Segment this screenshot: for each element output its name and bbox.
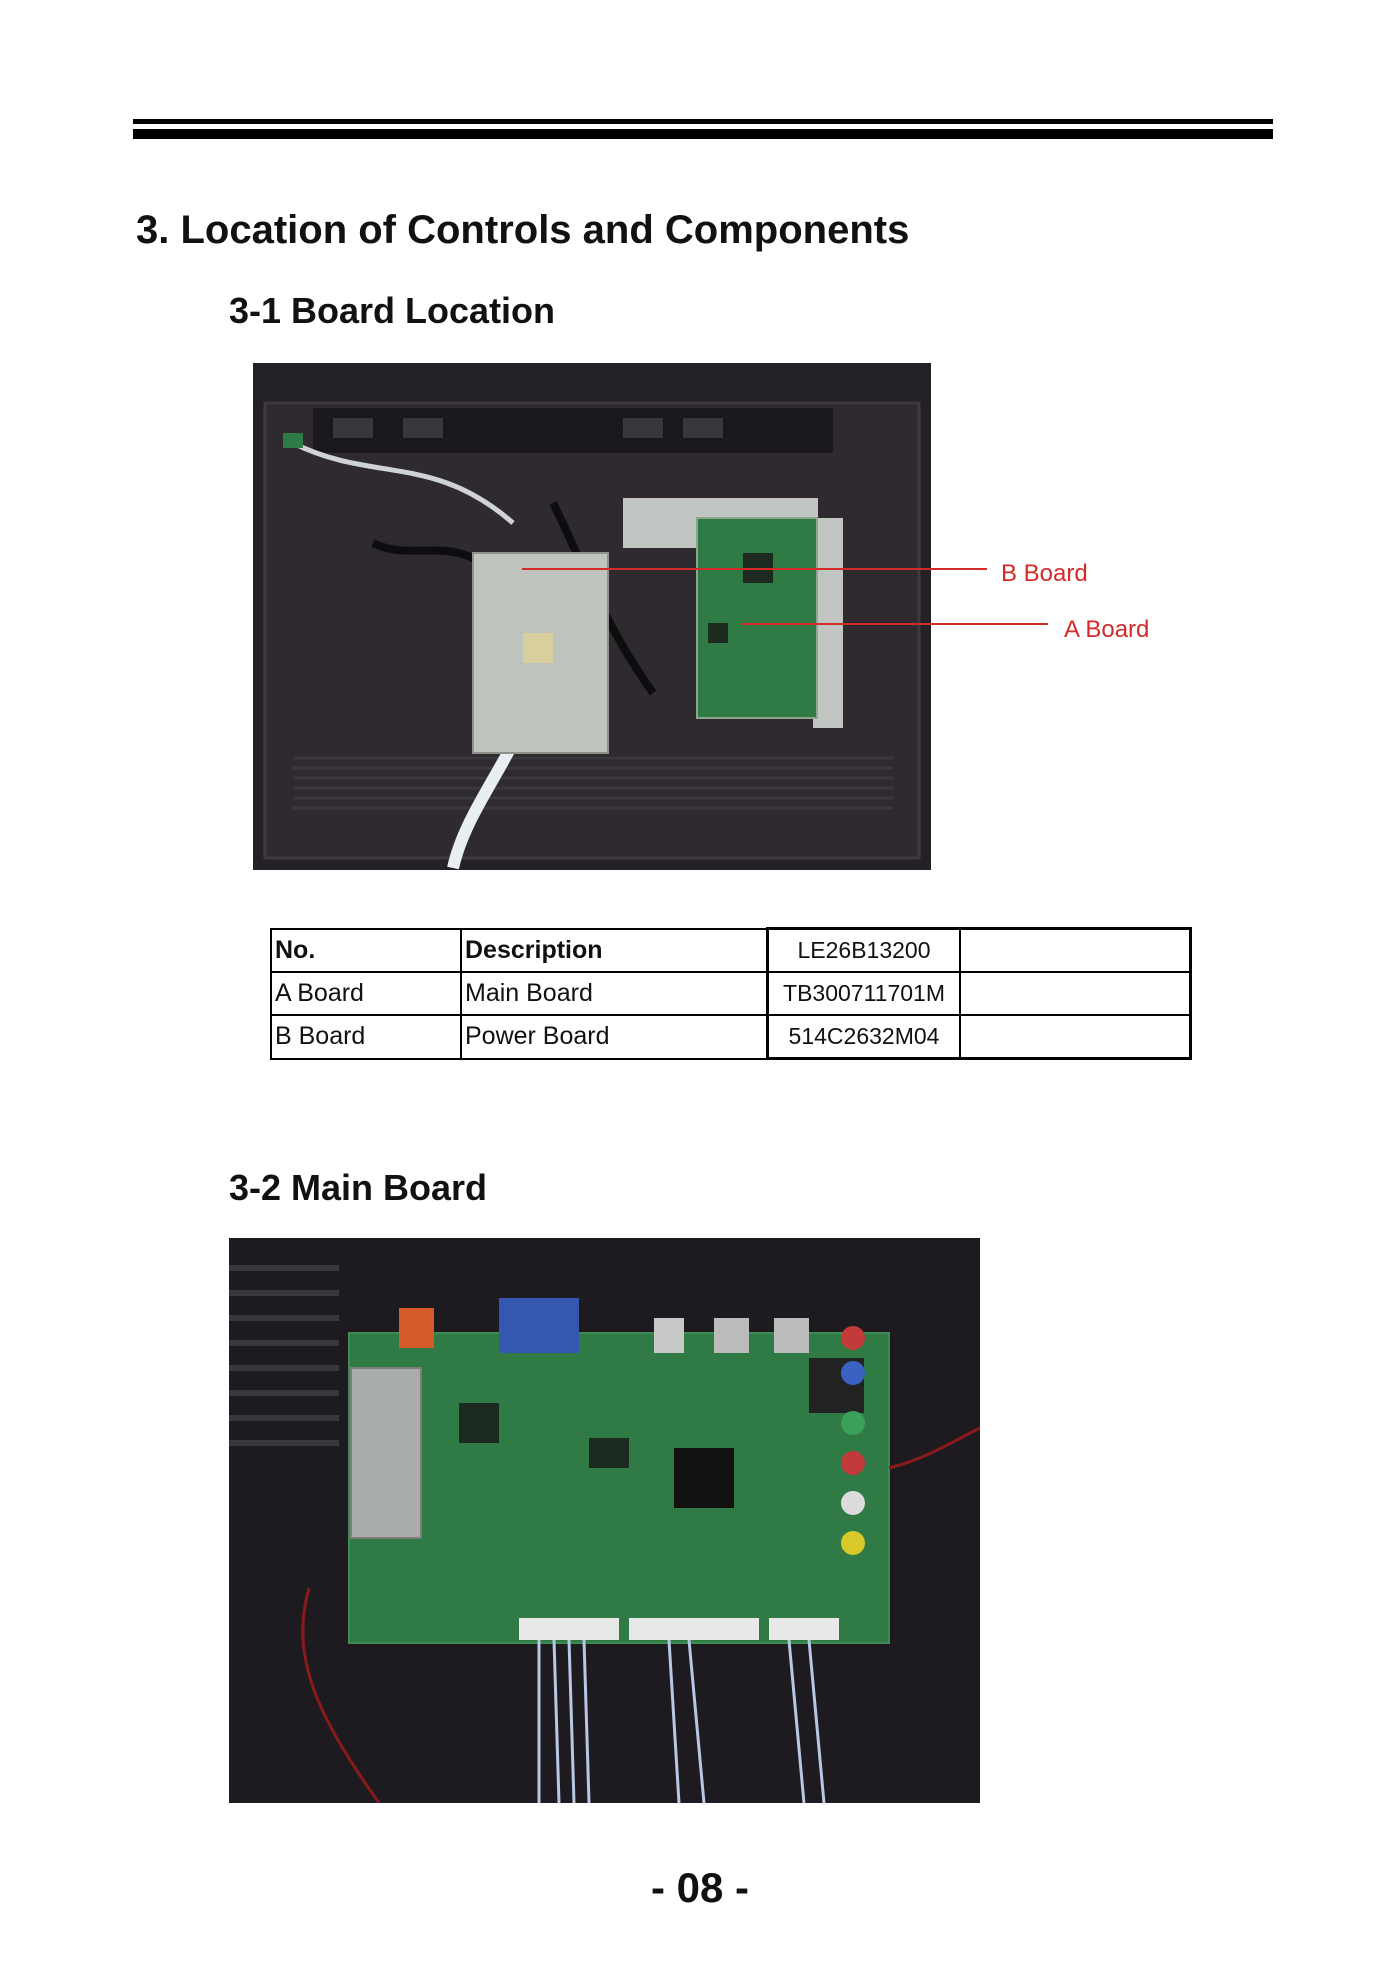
table-cell bbox=[959, 971, 1192, 1016]
header-rule-thin bbox=[133, 119, 1273, 124]
table-header-cell: No. bbox=[270, 927, 462, 973]
callout-label-a: A Board bbox=[1064, 616, 1150, 643]
callout-line-a bbox=[742, 623, 1048, 625]
table-cell: A Board bbox=[270, 971, 462, 1016]
table-cell: TB300711701M bbox=[766, 971, 961, 1016]
table-cell: 514C2632M04 bbox=[766, 1014, 961, 1060]
section-title: 3. Location of Controls and Components bbox=[136, 208, 910, 252]
table-cell bbox=[959, 1014, 1192, 1060]
table-header-cell: Description bbox=[460, 927, 769, 973]
header-rule-thick bbox=[133, 129, 1273, 139]
parts-table: No. Description LE26B13200 A Board Main … bbox=[270, 927, 1192, 1060]
board-location-heading: 3-1 Board Location bbox=[229, 290, 556, 331]
table-cell: Main Board bbox=[460, 971, 769, 1016]
callout-label-b: B Board bbox=[1001, 560, 1088, 587]
page-number: - 08 - bbox=[650, 1864, 750, 1911]
table-cell: Power Board bbox=[460, 1014, 769, 1060]
main-board-heading: 3-2 Main Board bbox=[229, 1167, 488, 1208]
board-location-photo bbox=[253, 363, 931, 870]
table-row: B Board Power Board 514C2632M04 bbox=[270, 1014, 1192, 1060]
table-header-cell: LE26B13200 bbox=[766, 927, 961, 973]
callout-line-b bbox=[522, 568, 987, 570]
table-row: A Board Main Board TB300711701M bbox=[270, 971, 1192, 1016]
table-header-cell bbox=[959, 927, 1192, 973]
table-header-row: No. Description LE26B13200 bbox=[270, 927, 1192, 973]
table-cell: B Board bbox=[270, 1014, 462, 1060]
main-board-photo bbox=[229, 1238, 980, 1803]
